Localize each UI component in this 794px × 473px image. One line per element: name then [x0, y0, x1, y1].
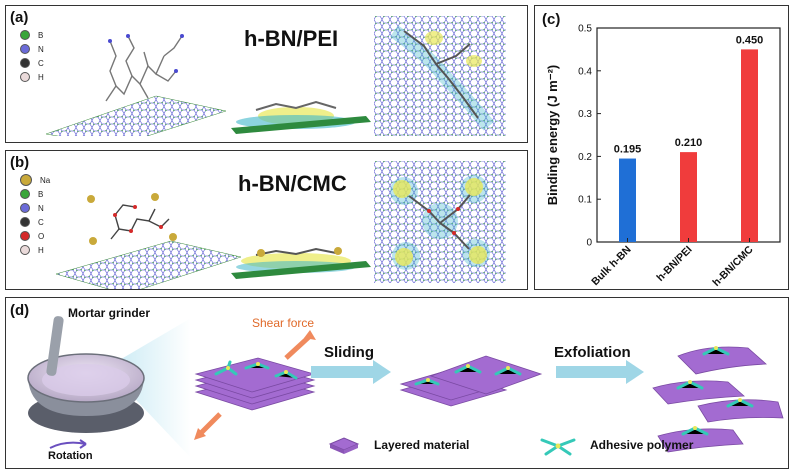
adhesive-polymer-legend-icon [540, 438, 576, 456]
legend-item-b: B [20, 187, 50, 201]
bar [741, 49, 758, 243]
cmc-adsorption-side-view [231, 247, 371, 279]
panel-a-title: h-BN/PEI [244, 26, 339, 51]
layered-material-legend-icon [328, 437, 360, 454]
bar [619, 158, 636, 242]
atom-c-dot [20, 58, 30, 68]
sliding-arrow [311, 360, 391, 384]
pei-adsorption-side-view [231, 100, 371, 134]
legend-item-c: C [20, 215, 50, 229]
stacked-layers-illustration [194, 330, 316, 440]
x-tick-label: h-BN/CMC [710, 243, 755, 288]
atom-h-dot [20, 245, 30, 255]
data-label: 0.450 [736, 34, 764, 46]
y-tick-label: 0.1 [578, 195, 592, 206]
panel-b-label: (b) [10, 154, 30, 171]
panel-a: (a) B N C H h-BN/PEI [5, 5, 528, 143]
adhesive-polymer-legend-label: Adhesive polymer [590, 438, 694, 452]
legend-item-c: C [20, 56, 44, 70]
mortar-grinder-label: Mortar grinder [68, 306, 151, 320]
panel-a-label: (a) [10, 9, 29, 26]
legend-item-na: Na [20, 173, 50, 187]
layered-material-legend-label: Layered material [374, 438, 470, 452]
data-label: 0.195 [614, 144, 642, 156]
pei-adsorption-oblique-view [45, 34, 227, 136]
y-tick-label: 0.3 [578, 109, 592, 120]
legend-item-b: B [20, 28, 44, 42]
atom-c-dot [20, 217, 30, 227]
atom-b-dot [20, 189, 30, 199]
x-tick-label: Bulk h-BN [589, 244, 633, 288]
panel-b-atom-legend: Na B N C O H [20, 173, 50, 257]
y-axis-label: Binding energy (J m⁻²) [545, 65, 560, 205]
exfoliated-sheets-illustration [652, 346, 784, 453]
exfoliation-arrow [556, 360, 644, 384]
exfoliation-label: Exfoliation [554, 344, 631, 361]
mortar-grinder-illustration [27, 316, 191, 458]
panel-d: (d) Mortar grinder Rotation [5, 297, 789, 469]
y-tick-label: 0.2 [578, 152, 592, 163]
rotation-label: Rotation [48, 450, 93, 462]
cmc-adsorption-oblique-view [55, 193, 242, 289]
panel-b: (b) Na B N C O H h-BN/CMC [5, 150, 528, 290]
data-label: 0.210 [675, 137, 703, 149]
slid-layers-illustration [399, 355, 543, 407]
shear-force-label: Shear force [252, 316, 315, 330]
panel-b-title: h-BN/CMC [238, 171, 347, 196]
y-tick-label: 0.4 [578, 66, 592, 77]
atom-n-dot [20, 203, 30, 213]
bar [680, 152, 697, 242]
panel-d-label: (d) [10, 302, 30, 319]
pei-adsorption-top-view [374, 16, 506, 136]
atom-h-dot [20, 72, 30, 82]
sliding-label: Sliding [324, 344, 374, 361]
atom-na-dot [20, 174, 32, 186]
atom-b-dot [20, 30, 30, 40]
atom-n-dot [20, 44, 30, 54]
y-tick-label: 0.5 [578, 24, 592, 35]
x-tick-label: h-BN/PEI [654, 244, 694, 284]
atom-o-dot [20, 231, 30, 241]
legend-item-h: H [20, 70, 44, 84]
cmc-adsorption-top-view [374, 161, 506, 283]
panel-a-atom-legend: B N C H [20, 28, 44, 84]
legend-item-h: H [20, 243, 50, 257]
legend-item-n: N [20, 201, 50, 215]
panel-c-label: (c) [542, 11, 561, 28]
y-tick-label: 0 [586, 238, 592, 249]
legend-item-n: N [20, 42, 44, 56]
legend-item-o: O [20, 229, 50, 243]
